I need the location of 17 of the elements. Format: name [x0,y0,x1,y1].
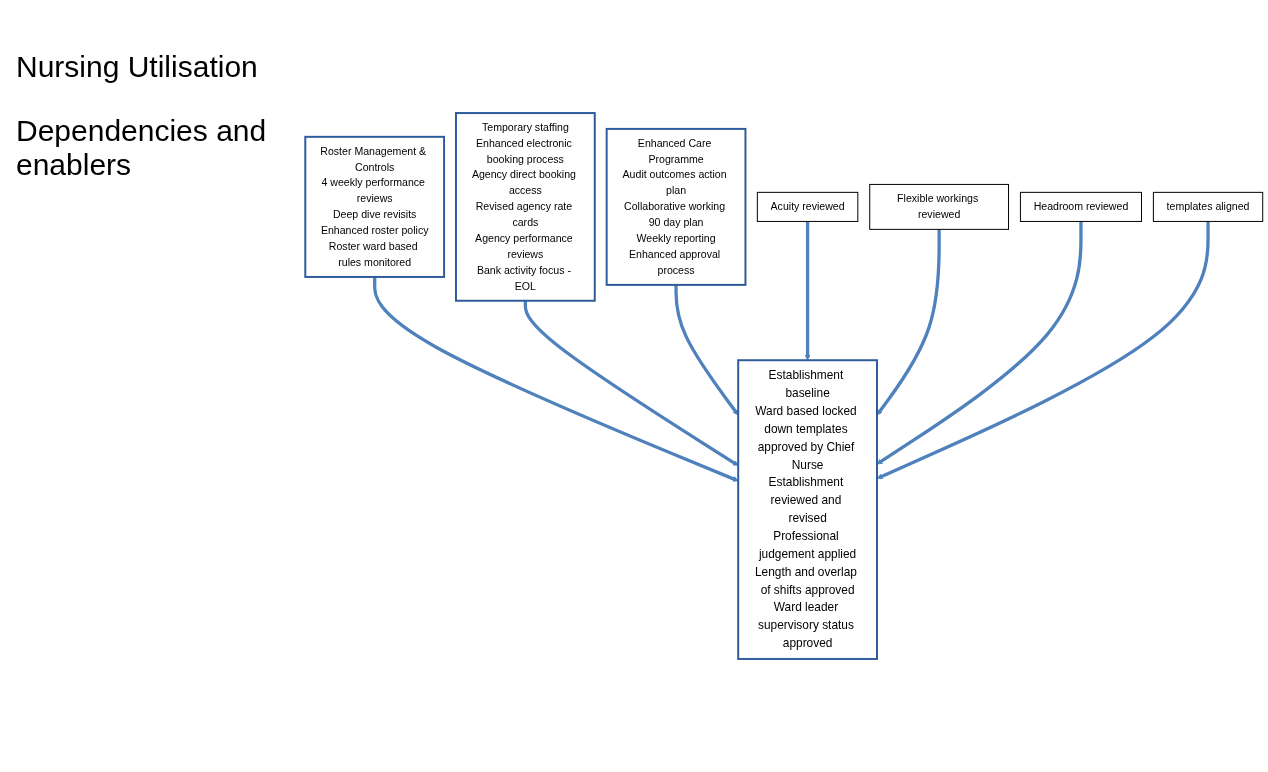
node-box: Enhanced Care Programme Audit outcomes action plan Collaborative working 90 day plan Weekly reporting Enhanced approval process [605,127,747,286]
arrow [876,221,1210,480]
arrow [876,229,941,416]
diagram-title: Nursing Utilisation [16,50,259,84]
node-box: templates aligned [1152,191,1264,222]
node-box: Establishment baseline Ward based locked down templates approved by Chief Nurse Establishment reviewed and revised Professional judgement applied Length and overlap of shifts approved Ward leader supervisory status approved [737,359,878,660]
node-box: Roster Management & Controls 4 weekly performance reviews Deep dive revisits Enhanced roster policy Roster ward based rules monitored [304,135,446,278]
node-box: Headroom reviewed [1019,191,1142,222]
arrow [373,276,739,482]
subtitle: Dependencies and enablers [16,114,268,182]
arrow [804,221,811,361]
node-box: Flexible workings reviewed [869,183,1009,230]
arrow [876,221,1083,465]
node-box: Temporary staffing Enhanced electronic booking process Agency direct booking access Revised agency rate cards Agency performance reviews Bank activity focus - EOL [455,112,596,302]
arrow [523,300,739,466]
node-box: Acuity reviewed [756,191,859,222]
arrow [674,284,739,416]
